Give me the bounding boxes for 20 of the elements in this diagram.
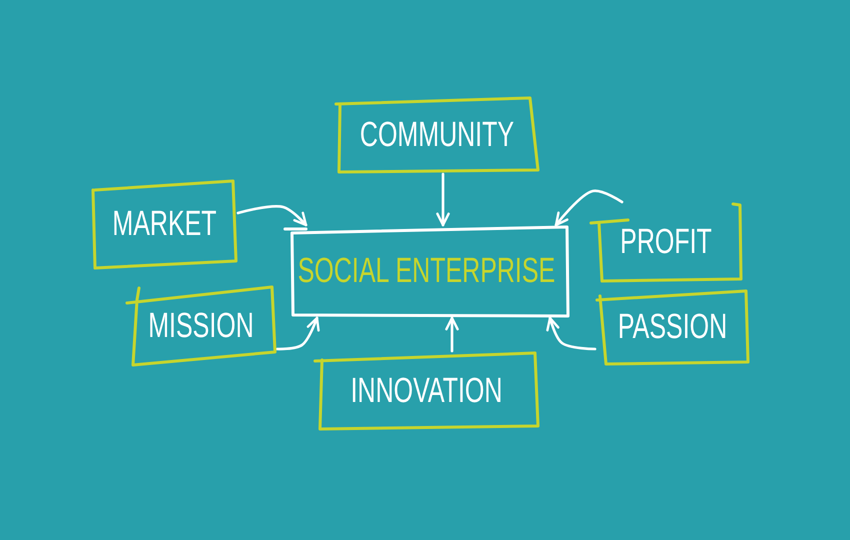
arrow <box>445 316 459 352</box>
concept-box <box>313 351 540 431</box>
concept-box <box>334 96 540 174</box>
arrow <box>546 316 596 350</box>
arrow <box>436 172 450 226</box>
concept-box <box>589 202 743 283</box>
concept-label: PASSION <box>618 310 728 345</box>
arrow <box>236 205 308 226</box>
concept-label: PROFIT <box>620 225 712 260</box>
concept-label: MARKET <box>112 207 217 242</box>
central-concept-box <box>283 225 570 318</box>
concept-label: INNOVATION <box>350 374 502 408</box>
arrow <box>276 316 320 350</box>
concept-box <box>125 285 277 367</box>
arrow <box>554 190 624 226</box>
concept-box <box>91 179 238 270</box>
concept-label: SOCIAL ENTERPRISE <box>298 254 556 289</box>
concept-box <box>595 289 750 366</box>
concept-label: COMMUNITY <box>360 118 514 152</box>
concept-label: MISSION <box>148 308 254 344</box>
